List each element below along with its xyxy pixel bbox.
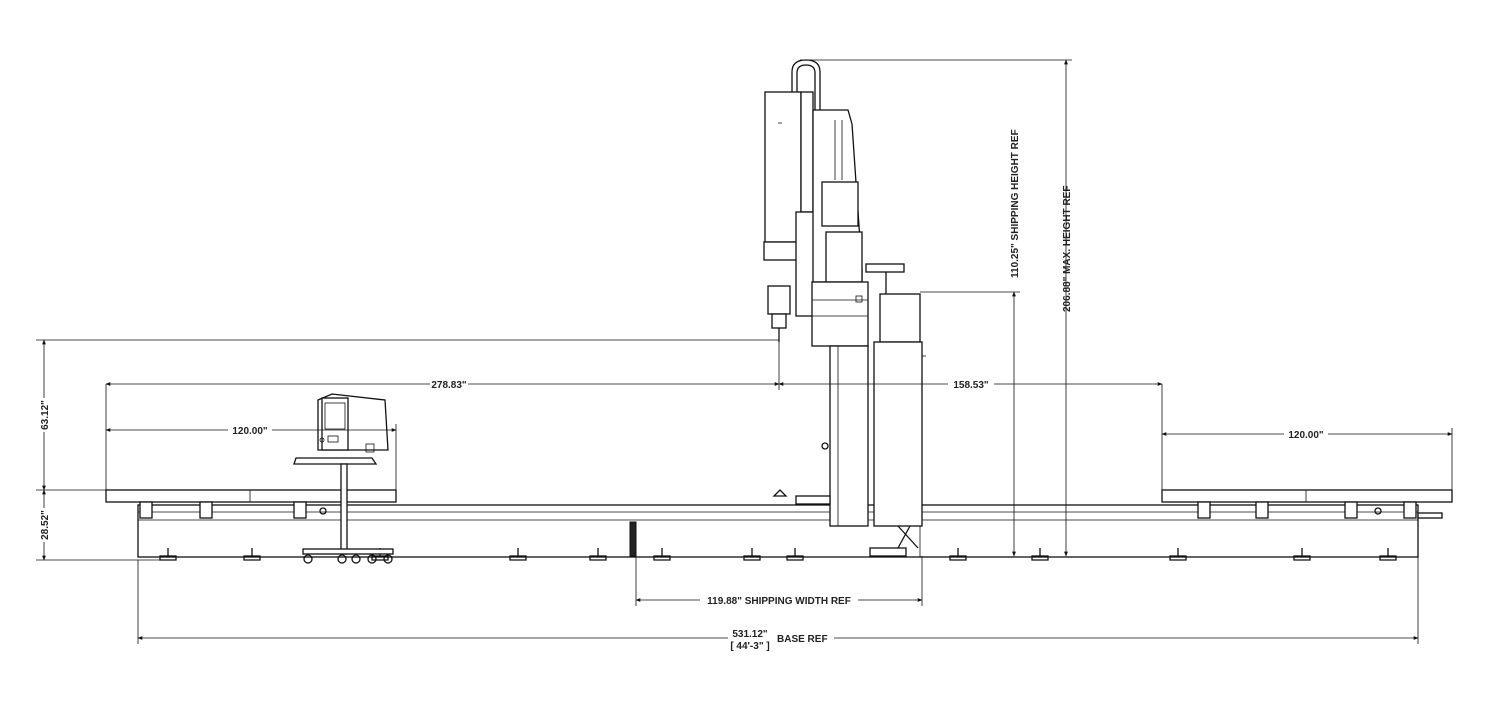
gantry-assembly — [763, 59, 926, 557]
dim-base-label: BASE REF — [777, 634, 828, 645]
dim-shipping-width: 119.88" SHIPPING WIDTH REF — [707, 596, 851, 607]
dimension-labels: 278.83" 158.53" 120.00" 120.00" 63.12" 2… — [40, 129, 1324, 652]
dim-shipping-height: 110.25" SHIPPING HEIGHT REF — [1010, 129, 1021, 278]
dim-base-value: 531.12" — [732, 629, 768, 640]
right-table — [1161, 489, 1453, 519]
dim-120-left: 120.00" — [232, 426, 268, 437]
dim-max-height: 206.88" MAX. HEIGHT REF — [1062, 186, 1073, 312]
control-console — [293, 393, 394, 564]
dim-base-feet: [ 44'-3" ] — [730, 641, 769, 652]
dim-278: 278.83" — [431, 380, 467, 391]
dim-28: 28.52" — [40, 510, 51, 540]
left-table — [105, 489, 397, 519]
leveling-feet — [159, 548, 1397, 561]
dim-158: 158.53" — [953, 380, 989, 391]
dim-63: 63.12" — [40, 400, 51, 430]
dimension-lines — [36, 59, 1453, 644]
dim-120-right: 120.00" — [1288, 430, 1324, 441]
